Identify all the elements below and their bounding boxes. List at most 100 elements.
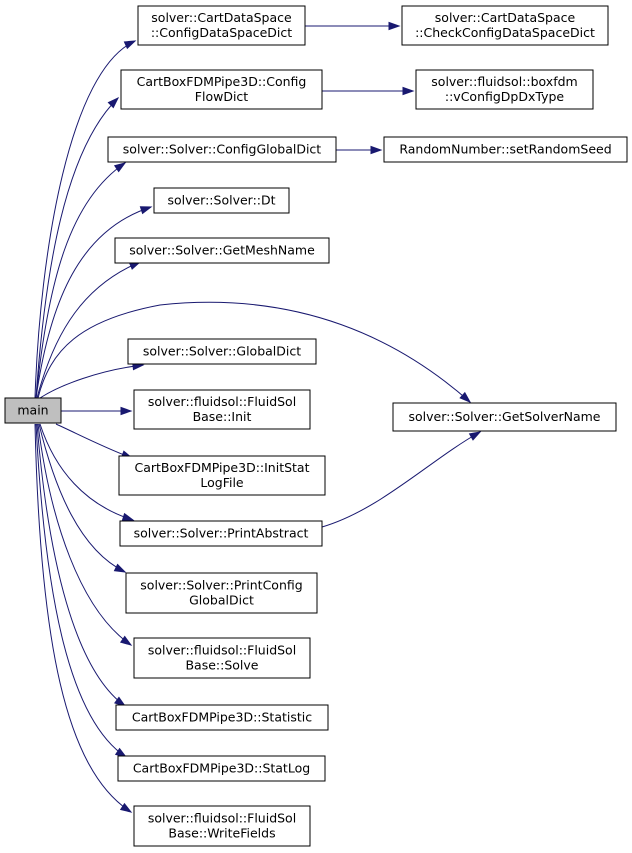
arrowhead-icon [113, 162, 127, 173]
edge-main-to-statistic [36, 423, 127, 707]
edge-main-to-printabstract [39, 423, 135, 521]
edge-main-to-getsolvername [37, 301, 472, 404]
edge-line [39, 423, 134, 521]
edge-main-to-init [61, 406, 133, 416]
arrowhead-icon [120, 406, 133, 416]
edge-line [37, 423, 132, 646]
node-globaldict[interactable]: solver::Solver::GlobalDict [127, 338, 317, 365]
arrowhead-icon [139, 206, 153, 215]
node-label: solver::Solver::GetSolverName [409, 409, 601, 424]
edge-line [35, 162, 126, 399]
edge-main-to-statlog [35, 423, 128, 758]
node-cds_config[interactable]: solver::CartDataSpace::ConfigDataSpaceDi… [137, 5, 306, 46]
edge-main-to-globaldict [39, 362, 145, 399]
node-getmeshname[interactable]: solver::Solver::GetMeshName [114, 237, 330, 264]
node-box [137, 5, 306, 46]
arrowhead-icon [113, 563, 127, 573]
arrowhead-icon [114, 696, 127, 707]
edge-main-to-cbf_configflow [35, 96, 120, 399]
node-box [133, 637, 311, 679]
node-label: ::vConfigDpDxType [445, 89, 565, 104]
edge-main-to-solve [37, 423, 133, 646]
node-label: solver::fluidsol::FluidSol [148, 811, 296, 826]
arrowhead-icon [468, 431, 482, 441]
node-box [119, 520, 323, 547]
node-label: solver::fluidsol::boxfdm [431, 74, 577, 89]
arrowhead-icon [370, 145, 383, 155]
edge-main-to-dt [35, 206, 153, 399]
node-label: solver::Solver::GlobalDict [143, 344, 301, 359]
node-box [127, 338, 317, 365]
arrowhead-icon [402, 86, 415, 96]
node-box [120, 69, 323, 110]
edge-cbf_configflow-to-boxfdm_vconfig [322, 86, 415, 96]
edge-cds_config-to-cds_check [305, 21, 401, 31]
arrowhead-icon [119, 635, 133, 646]
node-box [118, 455, 326, 496]
node-label: RandomNumber::setRandomSeed [399, 142, 611, 157]
node-label: solver::CartDataSpace [435, 10, 576, 25]
node-label: CartBoxFDMPipe3D::InitStat [134, 460, 309, 475]
edge-main-to-cds_config [34, 40, 137, 399]
node-label: LogFile [200, 475, 244, 490]
node-box [125, 572, 318, 614]
node-label: CartBoxFDMPipe3D::StatLog [133, 761, 310, 776]
node-main[interactable]: main [4, 397, 62, 424]
node-box [153, 187, 290, 214]
node-label: solver::CartDataSpace [151, 10, 292, 25]
edge-line [36, 261, 141, 399]
node-printabstract[interactable]: solver::Solver::PrintAbstract [119, 520, 323, 547]
node-label: ::ConfigDataSpaceDict [151, 25, 292, 40]
nodes-layer: main solver::CartDataSpace::ConfigDataSpa… [4, 5, 628, 847]
node-label: GlobalDict [189, 593, 254, 608]
edge-printabstract-to-getsolvername [321, 431, 482, 528]
node-box [133, 805, 311, 847]
edge-main-to-printconfig [38, 423, 127, 573]
node-box [4, 397, 62, 424]
arrowhead-icon [107, 96, 120, 109]
node-label: Base::WriteFields [168, 826, 275, 841]
edge-line [35, 423, 127, 758]
node-statlog[interactable]: CartBoxFDMPipe3D::StatLog [117, 755, 326, 782]
node-statistic[interactable]: CartBoxFDMPipe3D::Statistic [115, 704, 329, 731]
edge-line [35, 206, 152, 399]
node-writefields[interactable]: solver::fluidsol::FluidSolBase::WriteFie… [133, 805, 311, 847]
node-label: solver::fluidsol::FluidSol [148, 643, 296, 658]
edge-line [34, 423, 132, 813]
edge-line [39, 364, 144, 399]
node-randomseed[interactable]: RandomNumber::setRandomSeed [383, 136, 628, 163]
node-box [107, 136, 337, 163]
node-label: solver::Solver::GetMeshName [129, 243, 315, 258]
edge-line [36, 423, 126, 707]
node-label: solver::Solver::PrintAbstract [134, 526, 309, 541]
node-label: Base::Solve [185, 658, 258, 673]
edge-line [35, 97, 119, 399]
edge-line [55, 423, 133, 459]
node-label: solver::fluidsol::FluidSol [148, 394, 296, 409]
node-label: FlowDict [195, 89, 249, 104]
node-boxfdm_vconfig[interactable]: solver::fluidsol::boxfdm::vConfigDpDxTyp… [415, 69, 594, 110]
node-box [392, 402, 617, 432]
node-label: CartBoxFDMPipe3D::Statistic [132, 710, 312, 725]
node-label: ::CheckConfigDataSpaceDict [415, 25, 595, 40]
node-cds_check[interactable]: solver::CartDataSpace::CheckConfigDataSp… [401, 5, 609, 46]
arrowhead-icon [388, 21, 401, 31]
edge-line [34, 40, 136, 399]
node-label: CartBoxFDMPipe3D::Config [137, 74, 307, 89]
node-configglobal[interactable]: solver::Solver::ConfigGlobalDict [107, 136, 337, 163]
edge-line [38, 423, 126, 573]
edge-configglobal-to-randomseed [336, 145, 383, 155]
node-getsolvername[interactable]: solver::Solver::GetSolverName [392, 402, 617, 432]
arrowhead-icon [123, 40, 137, 50]
node-dt[interactable]: solver::Solver::Dt [153, 187, 290, 214]
node-box [114, 237, 330, 264]
edges-layer [34, 21, 482, 813]
node-box [115, 704, 329, 731]
node-box [383, 136, 628, 163]
